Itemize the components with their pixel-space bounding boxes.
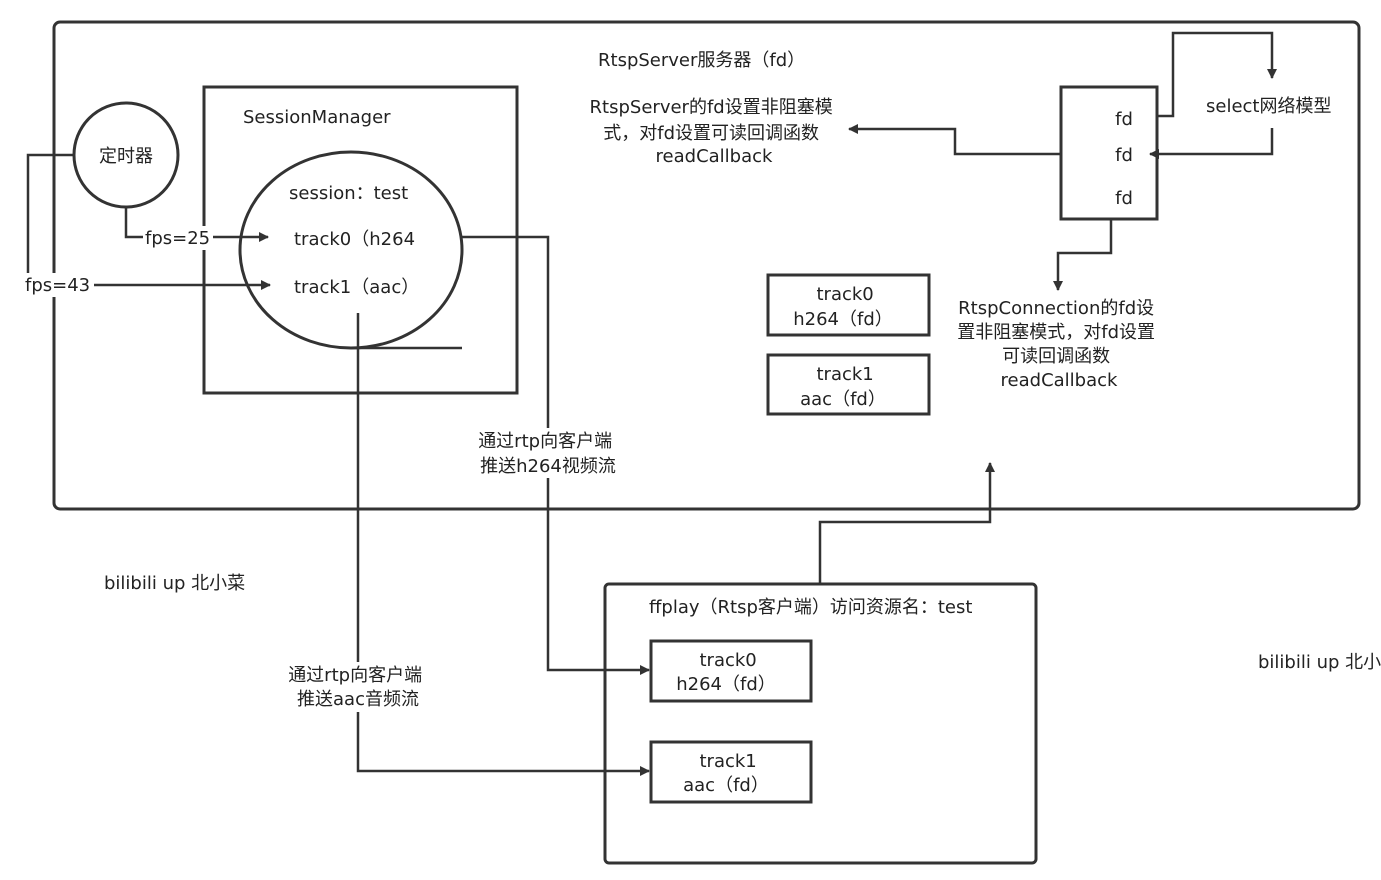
video-push-note-line: 通过rtp向客户端 (478, 431, 612, 452)
session-label: session：test (289, 183, 408, 204)
session-ellipse (238, 150, 464, 350)
fps-video-label: fps=25 (145, 228, 210, 249)
client-track0-line: track0 (700, 650, 757, 671)
rtsp-server-title: RtspServer服务器（fd） (598, 50, 805, 71)
client-track1-label: track1 aac（fd） (683, 751, 769, 796)
timer-to-track0-arrow (124, 207, 269, 242)
client-title: ffplay（Rtsp客户端）访问资源名：test (649, 597, 972, 618)
audio-push-note: 通过rtp向客户端 推送aac音频流 (288, 665, 428, 710)
connection-note-line: 可读回调函数 (1002, 346, 1110, 367)
server-track0-line: track0 (817, 284, 874, 305)
client-track1-line: track1 (700, 751, 757, 772)
server-fd-note: RtspServer的fd设置非阻塞模 式，对fd设置可读回调函数 readCa… (590, 97, 839, 167)
ffplay-client-container (603, 582, 1038, 865)
audio-push-note-line: 通过rtp向客户端 (288, 665, 422, 686)
client-track0-box (649, 639, 813, 703)
server-track1-line: track1 (817, 364, 874, 385)
server-track1-line: aac（fd） (800, 389, 886, 410)
select-to-fd-arrow (1149, 128, 1274, 159)
fd-item: fd (1115, 145, 1133, 166)
client-to-server-arrow (818, 462, 995, 584)
video-push-note-bg (470, 428, 626, 478)
video-push-note-line: 推送h264视频流 (480, 456, 616, 477)
client-track0-label: track0 h264（fd） (676, 650, 776, 695)
connection-note-line: 置非阻塞模式，对fd设置 (957, 322, 1155, 343)
server-track0-box (766, 273, 931, 337)
fd-item: fd (1115, 188, 1133, 209)
audio-push-arrow (356, 313, 650, 776)
connection-note: RtspConnection的fd设 置非阻塞模式，对fd设置 可读回调函数 r… (957, 298, 1161, 391)
client-track1-line: aac（fd） (683, 775, 769, 796)
client-track0-line: h264（fd） (676, 674, 776, 695)
connection-note-line: readCallback (1001, 370, 1118, 391)
watermark-text: bilibili up 北小菜 (104, 573, 245, 594)
fps25-label-bg (143, 226, 213, 250)
server-track0-line: h264（fd） (793, 309, 893, 330)
session-track0-label: track0（h264 (294, 229, 415, 250)
session-track1-label: track1（aac） (294, 277, 419, 298)
server-fd-note-line: 式，对fd设置可读回调函数 (603, 123, 819, 144)
server-track0-label: track0 h264（fd） (793, 284, 893, 330)
fd-box (1059, 85, 1159, 221)
audio-push-note-bg (282, 662, 436, 712)
session-manager-title: SessionManager (243, 107, 391, 128)
fps43-label-bg (22, 273, 94, 297)
watermark-text: bilibili up 北小 (1258, 652, 1381, 673)
rtsp-server-container (52, 20, 1361, 511)
server-track1-box (766, 353, 931, 416)
timer-label: 定时器 (99, 146, 153, 167)
audio-push-note-line: 推送aac音频流 (297, 689, 419, 710)
fd-to-select-arrow (1157, 31, 1277, 118)
server-track1-label: track1 aac（fd） (800, 364, 886, 410)
fps-audio-label: fps=43 (25, 275, 90, 296)
video-push-note: 通过rtp向客户端 推送h264视频流 (478, 431, 618, 477)
fd-item: fd (1115, 109, 1133, 130)
timer-to-track1-arrow (26, 153, 271, 290)
select-model-label: select网络模型 (1206, 96, 1331, 117)
fd-to-connection-note-arrow (1053, 219, 1113, 291)
fd-to-server-note-arrow (848, 124, 1061, 156)
server-fd-note-line: RtspServer的fd设置非阻塞模 (590, 97, 833, 118)
connection-note-line: RtspConnection的fd设 (958, 298, 1154, 319)
client-track1-box (649, 740, 813, 804)
server-fd-note-line: readCallback (656, 146, 773, 167)
